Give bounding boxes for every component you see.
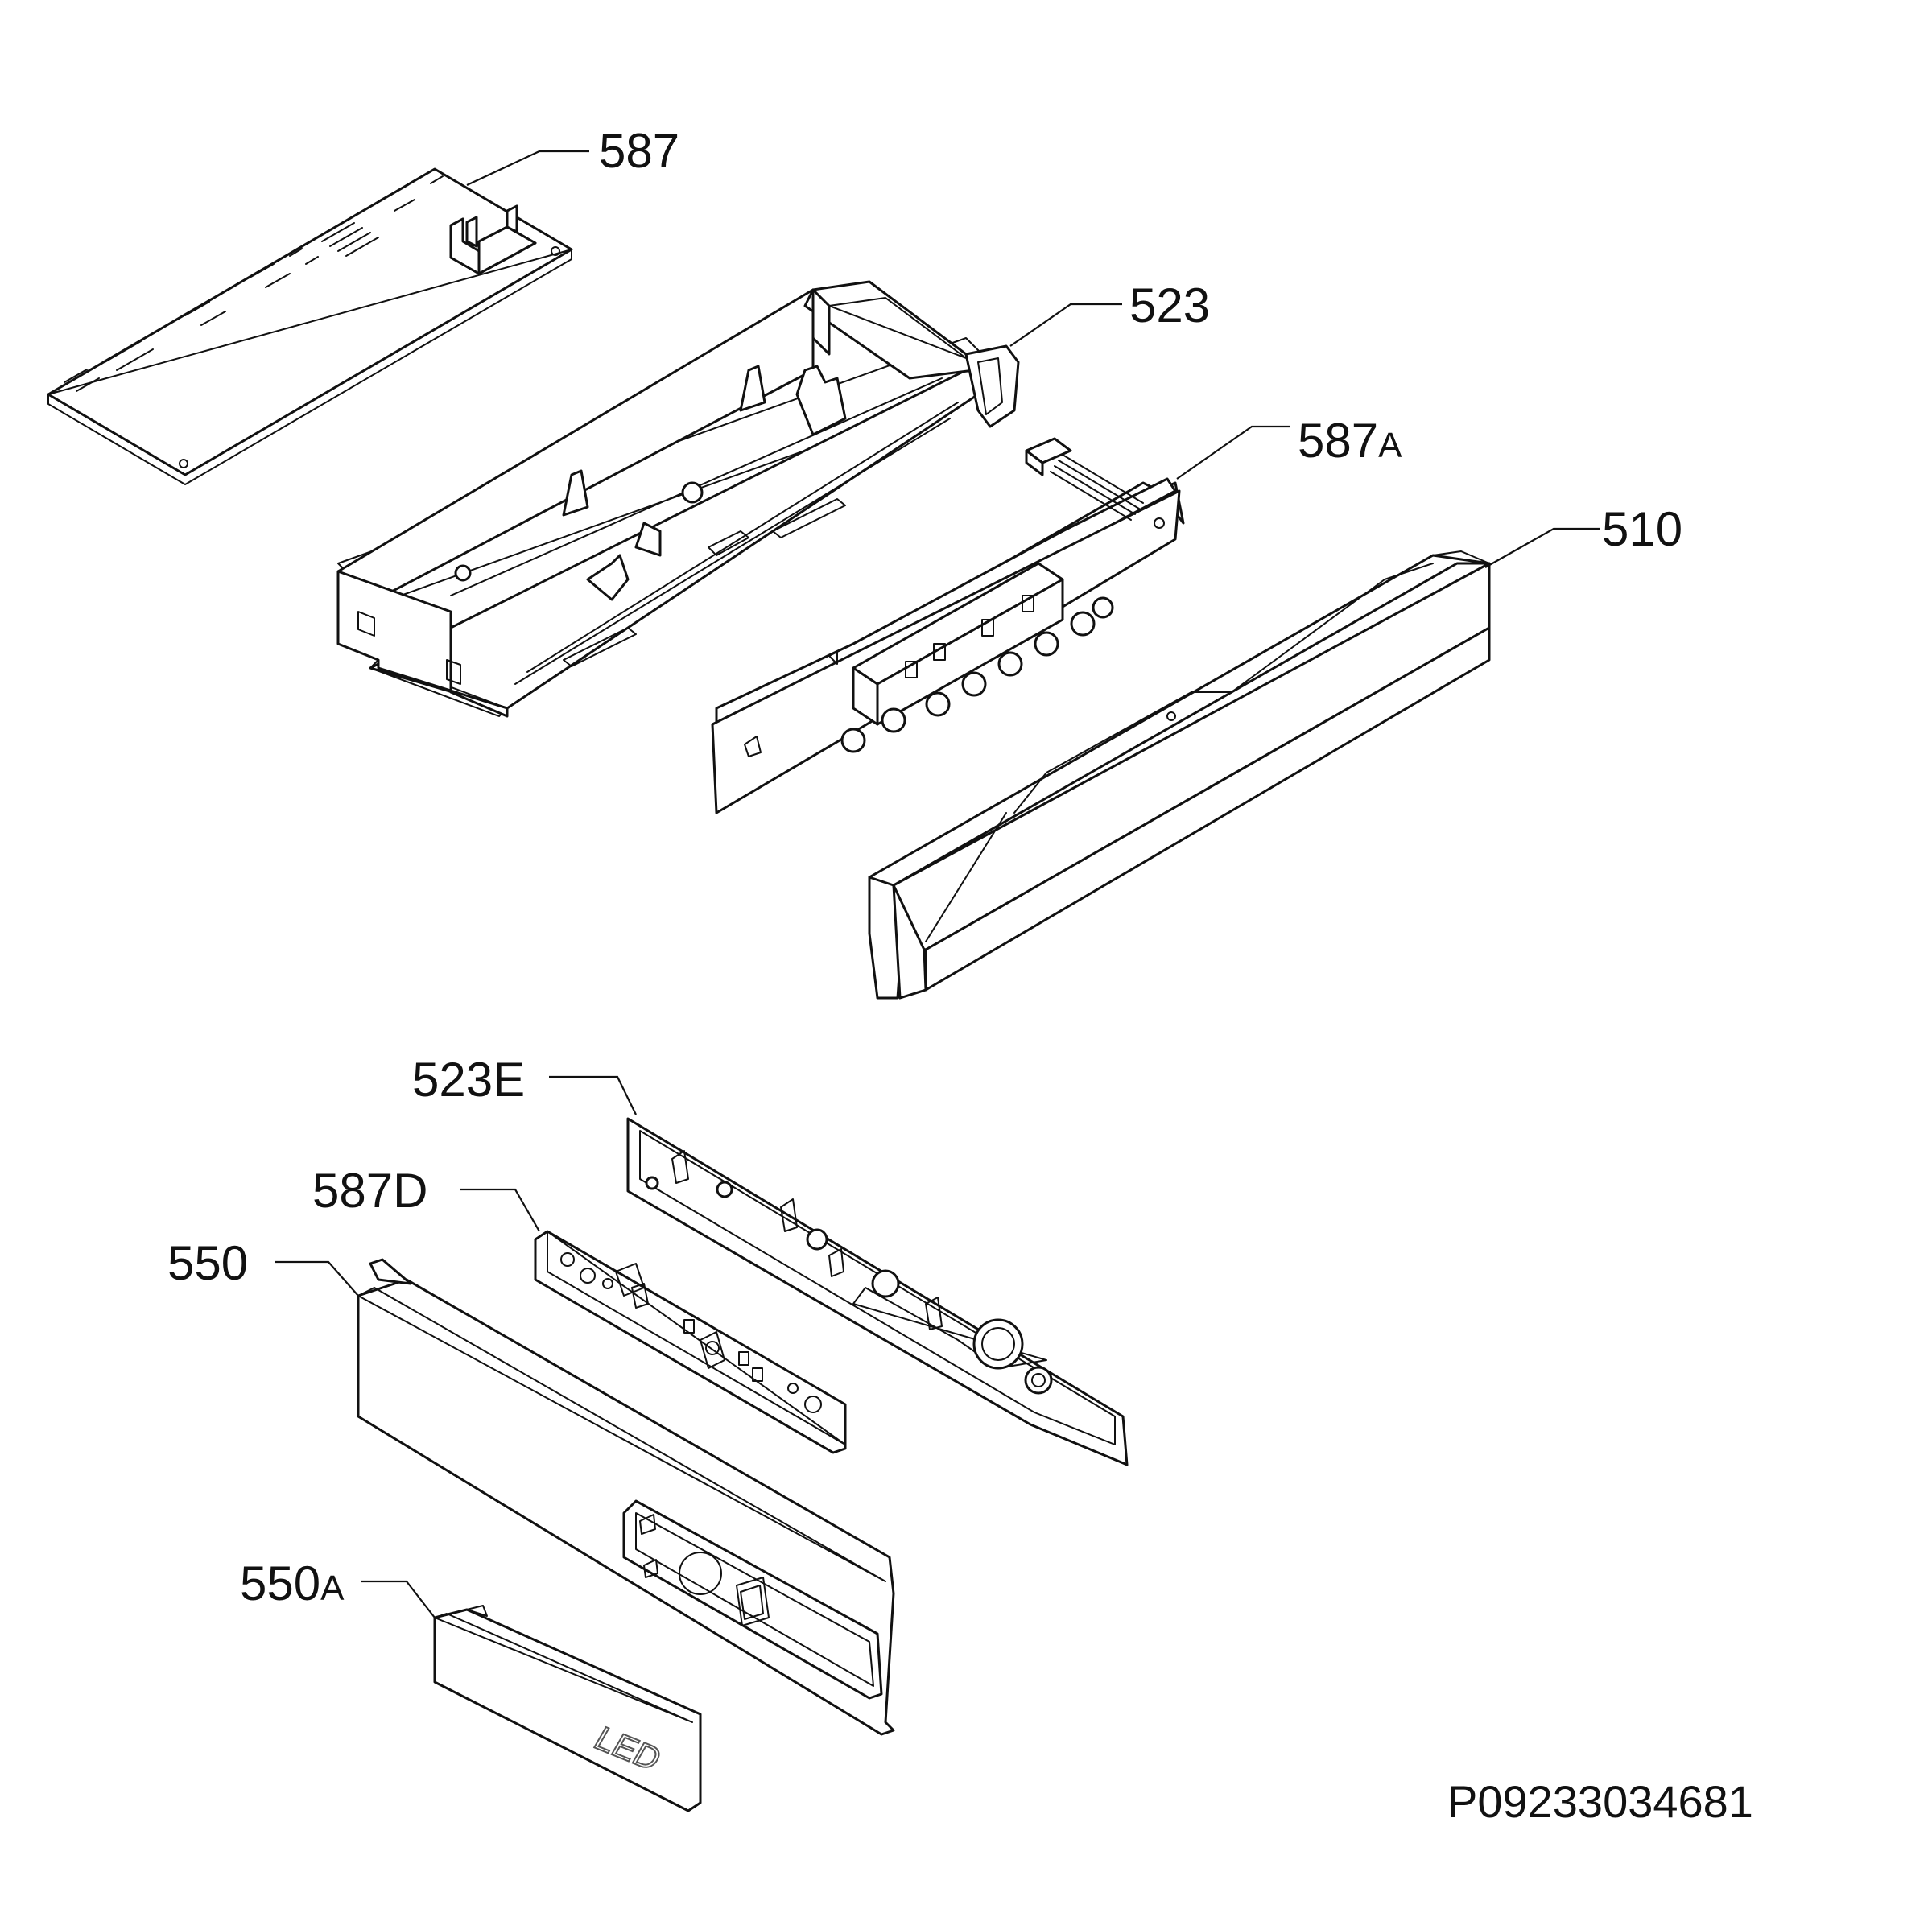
part-labels: 587 523 587A 510 523E 587D 550 550A P092… xyxy=(167,124,1753,1827)
part-550-front-cover xyxy=(357,1258,895,1736)
label-587A-number: 587 xyxy=(1298,414,1378,468)
label-587: 587 xyxy=(599,124,679,178)
label-550A-number: 550 xyxy=(240,1556,320,1610)
part-510-trim-strip xyxy=(868,550,1491,1000)
label-510: 510 xyxy=(1602,502,1682,556)
label-587A: 587A xyxy=(1298,414,1402,468)
label-550A-suffix: A xyxy=(320,1569,345,1608)
part-550A-led-badge: LED xyxy=(433,1605,702,1812)
document-id: P09233034681 xyxy=(1447,1776,1753,1827)
part-523-housing xyxy=(336,280,1020,718)
label-587D: 587D xyxy=(312,1164,427,1218)
part-587D-led-board xyxy=(534,1230,847,1454)
label-587A-suffix: A xyxy=(1378,426,1402,465)
label-550A: 550A xyxy=(240,1556,345,1610)
part-523E-display-frame xyxy=(626,1117,1129,1466)
leader-lines xyxy=(275,150,1600,1618)
part-587-circuit-board xyxy=(47,167,573,485)
label-550: 550 xyxy=(167,1236,248,1290)
label-523E: 523E xyxy=(412,1053,525,1107)
button-knobs xyxy=(840,596,1114,753)
label-523: 523 xyxy=(1129,278,1210,332)
part-587A-display-board xyxy=(711,437,1185,814)
